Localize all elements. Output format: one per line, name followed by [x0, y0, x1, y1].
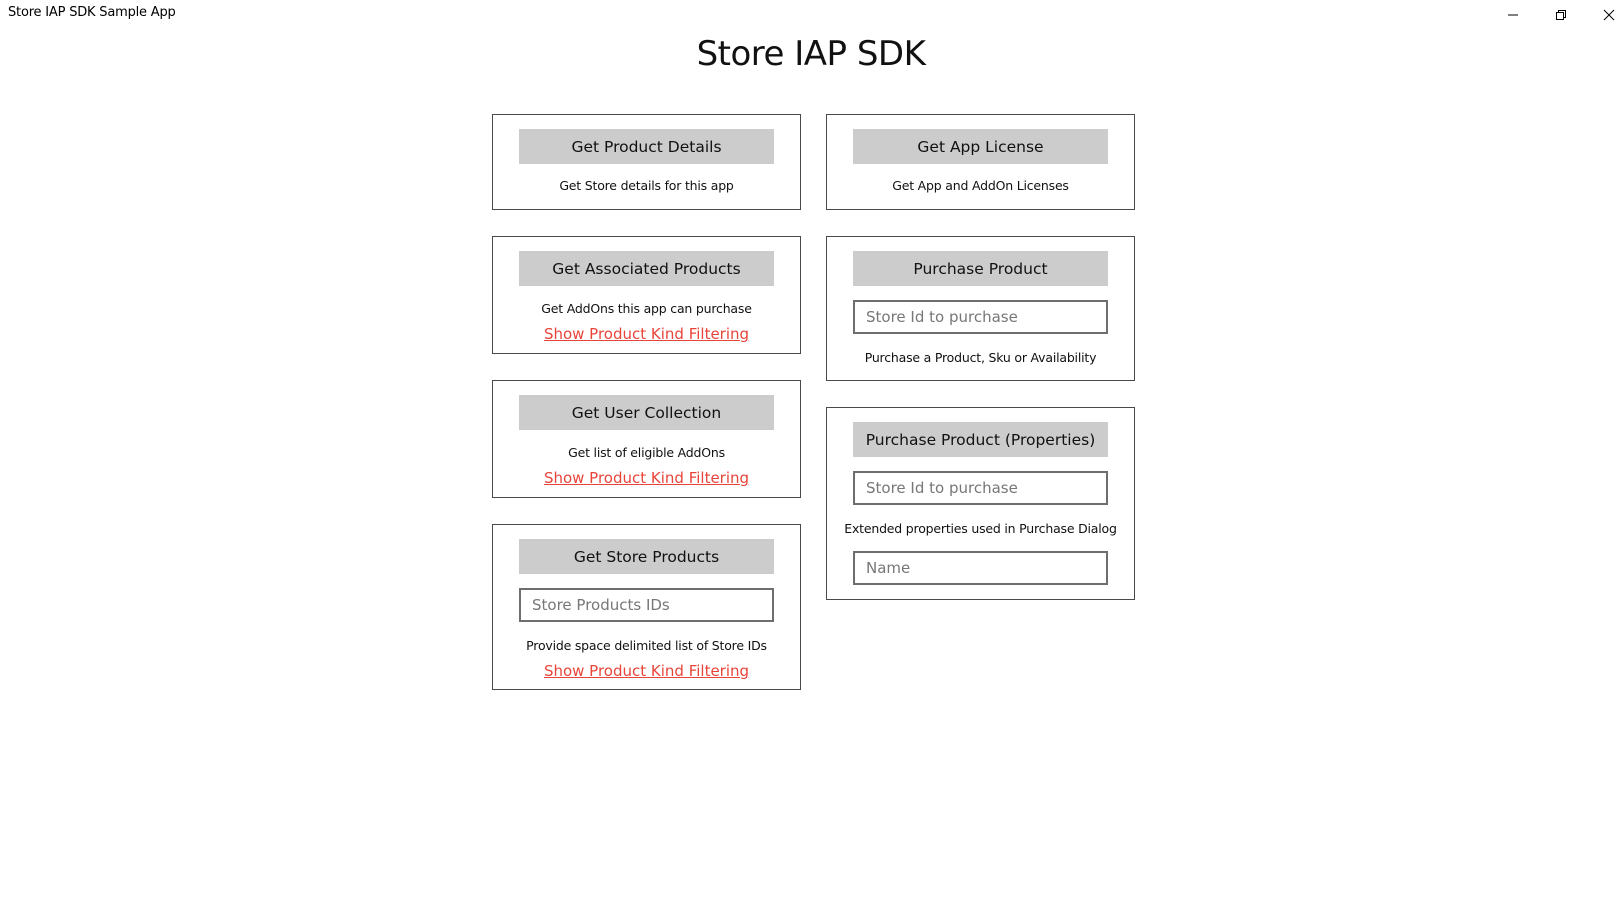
app-license-description: Get App and AddOn Licenses: [892, 178, 1069, 193]
card-store-products: Get Store Products Provide space delimit…: [492, 524, 801, 690]
close-button[interactable]: [1586, 0, 1622, 30]
store-products-ids-input[interactable]: [519, 588, 774, 622]
purchase-product-properties-button[interactable]: Purchase Product (Properties): [853, 422, 1108, 457]
get-app-license-button[interactable]: Get App License: [853, 129, 1108, 164]
user-collection-description: Get list of eligible AddOns: [568, 445, 725, 460]
get-product-details-button[interactable]: Get Product Details: [519, 129, 774, 164]
window-title: Store IAP SDK Sample App: [8, 5, 176, 20]
get-user-collection-button[interactable]: Get User Collection: [519, 395, 774, 430]
associated-products-filter-link[interactable]: Show Product Kind Filtering: [543, 325, 750, 343]
purchase-properties-name-input[interactable]: [853, 551, 1108, 585]
purchase-store-id-input[interactable]: [853, 300, 1108, 334]
purchase-properties-store-id-input[interactable]: [853, 471, 1108, 505]
title-bar[interactable]: Store IAP SDK Sample App: [0, 0, 1622, 30]
card-product-details: Get Product Details Get Store details fo…: [492, 114, 801, 210]
card-associated-products: Get Associated Products Get AddOns this …: [492, 236, 801, 354]
restore-icon: [1556, 10, 1566, 20]
purchase-product-description: Purchase a Product, Sku or Availability: [864, 350, 1097, 365]
associated-products-description: Get AddOns this app can purchase: [541, 301, 752, 316]
card-purchase-product: Purchase Product Purchase a Product, Sku…: [826, 236, 1135, 381]
get-associated-products-button[interactable]: Get Associated Products: [519, 251, 774, 286]
restore-button[interactable]: [1538, 0, 1584, 30]
get-store-products-button[interactable]: Get Store Products: [519, 539, 774, 574]
purchase-product-button[interactable]: Purchase Product: [853, 251, 1108, 286]
close-icon: [1603, 9, 1615, 21]
minimize-icon: [1508, 14, 1518, 16]
user-collection-filter-link[interactable]: Show Product Kind Filtering: [543, 469, 750, 487]
page-title: Store IAP SDK: [696, 34, 926, 74]
card-app-license: Get App License Get App and AddOn Licens…: [826, 114, 1135, 210]
card-purchase-properties: Purchase Product (Properties) Extended p…: [826, 407, 1135, 600]
store-products-filter-link[interactable]: Show Product Kind Filtering: [543, 662, 750, 680]
store-products-description: Provide space delimited list of Store ID…: [526, 638, 767, 653]
minimize-button[interactable]: [1490, 0, 1536, 30]
product-details-description: Get Store details for this app: [559, 178, 734, 193]
card-user-collection: Get User Collection Get list of eligible…: [492, 380, 801, 498]
purchase-properties-description: Extended properties used in Purchase Dia…: [844, 521, 1117, 536]
